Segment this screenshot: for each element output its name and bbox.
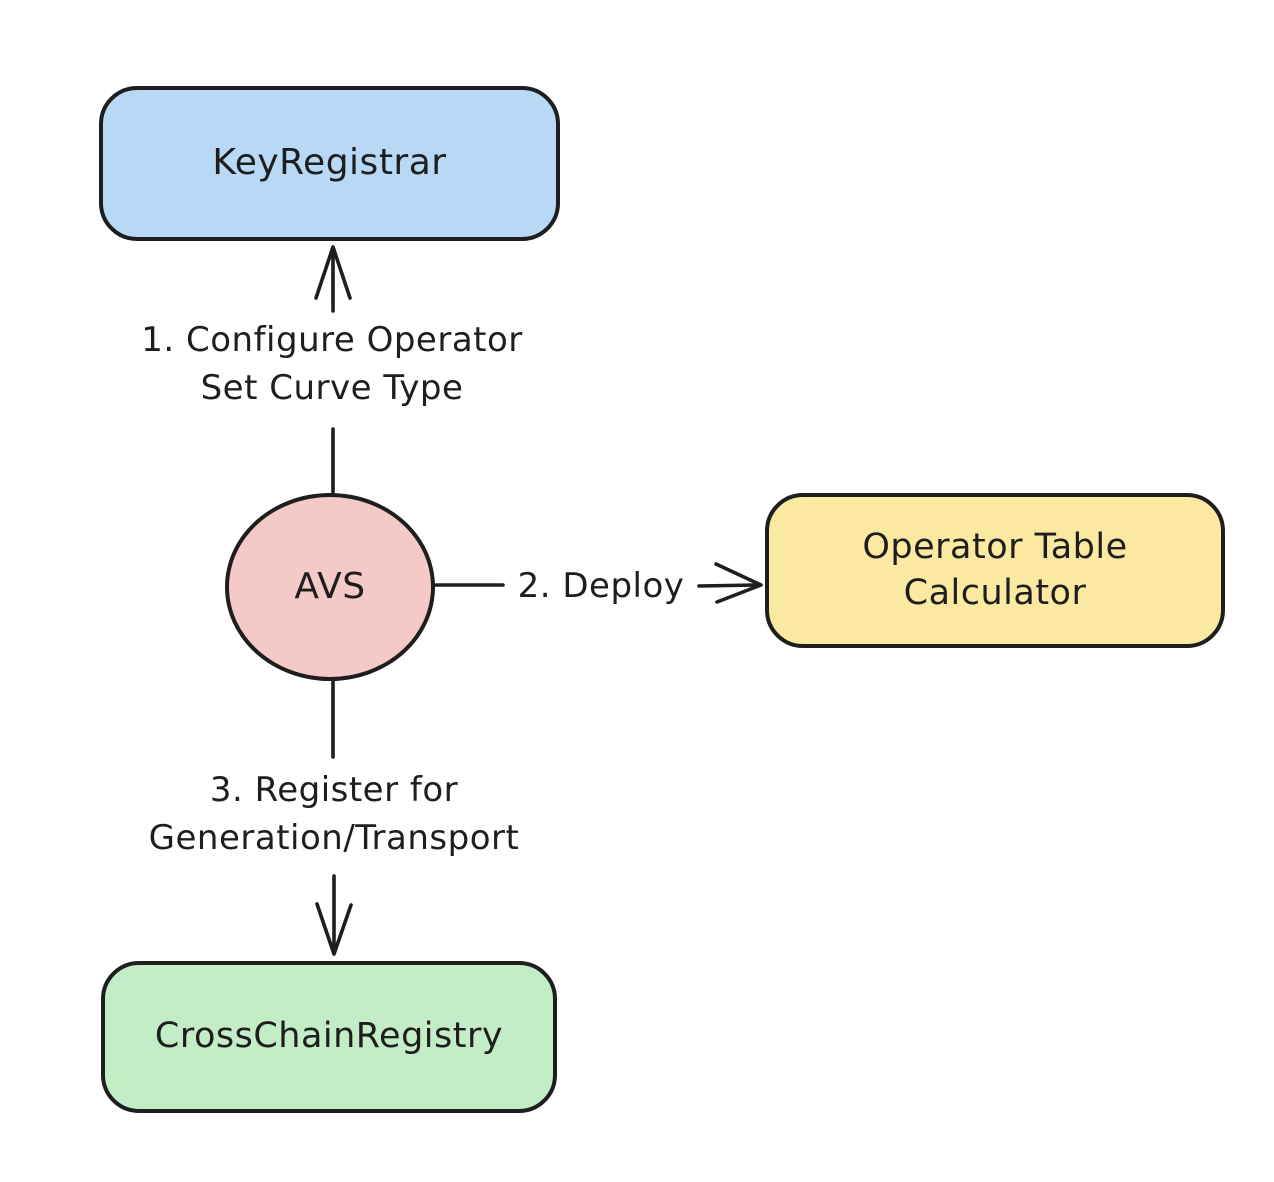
edge-label-deploy: 2. Deploy <box>517 566 685 606</box>
edge-label-register: 3. Register for Generation/Transport <box>148 770 520 859</box>
arrowhead-up-icon <box>314 245 352 300</box>
node-avs: AVS <box>225 493 435 681</box>
node-cross-chain-registry: CrossChainRegistry <box>101 961 557 1113</box>
node-operator-table-calculator-label: Operator Table Calculator <box>862 527 1128 613</box>
edge-register-arrow <box>315 680 353 956</box>
node-key-registrar-label: KeyRegistrar <box>212 142 447 184</box>
node-cross-chain-registry-label: CrossChainRegistry <box>154 1016 504 1057</box>
edge-configure-arrow <box>314 245 352 494</box>
node-operator-table-calculator: Operator Table Calculator <box>765 493 1225 648</box>
edge-deploy-arrow <box>434 562 763 604</box>
node-key-registrar: KeyRegistrar <box>99 86 560 241</box>
edge-label-configure: 1. Configure Operator Set Curve Type <box>141 320 523 409</box>
arrowhead-down-icon <box>315 902 353 956</box>
arrowhead-right-icon <box>714 562 763 604</box>
node-avs-label: AVS <box>294 565 366 607</box>
